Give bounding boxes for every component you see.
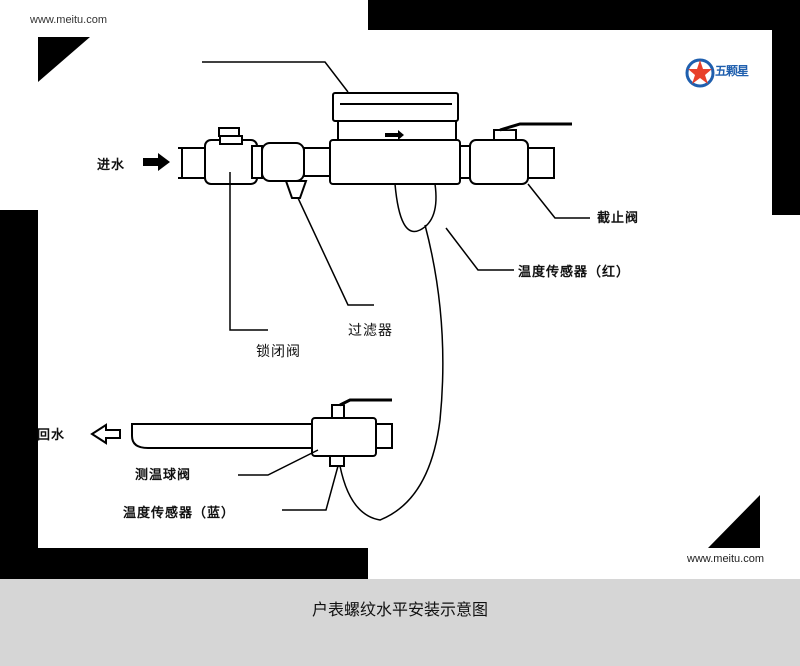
sensor-cables [339, 183, 444, 521]
logo-text: 五颗星 [715, 64, 749, 78]
return-arrow-icon [90, 423, 121, 445]
lock-valve-label: 锁闭阀 [256, 344, 301, 360]
temp-sensor-red-label: 温度传感器（红） [518, 265, 631, 280]
stop-valve-label: 截止阀 [597, 211, 640, 226]
upper-pipe-assembly [181, 92, 572, 199]
temp-sensor-blue-label: 温度传感器（蓝） [123, 506, 236, 521]
filter-label: 过滤器 [348, 323, 393, 339]
decorative-frame [0, 0, 800, 579]
inlet-arrow-icon [143, 153, 170, 171]
lower-pipe-assembly [131, 398, 393, 467]
caption-band [0, 579, 800, 666]
watermark-top: www.meitu.com [30, 14, 108, 26]
return-label: 回水 [37, 428, 66, 443]
diagram-caption: 户表螺纹水平安装示意图 [311, 600, 488, 619]
leader-lines [202, 61, 590, 511]
flow-arrow-icon [385, 130, 404, 140]
star-circle-icon [685, 58, 715, 88]
temp-ball-valve-label: 测温球阀 [135, 468, 192, 483]
watermark-bottom: www.meitu.com [687, 553, 765, 565]
inlet-label: 进水 [97, 158, 126, 173]
